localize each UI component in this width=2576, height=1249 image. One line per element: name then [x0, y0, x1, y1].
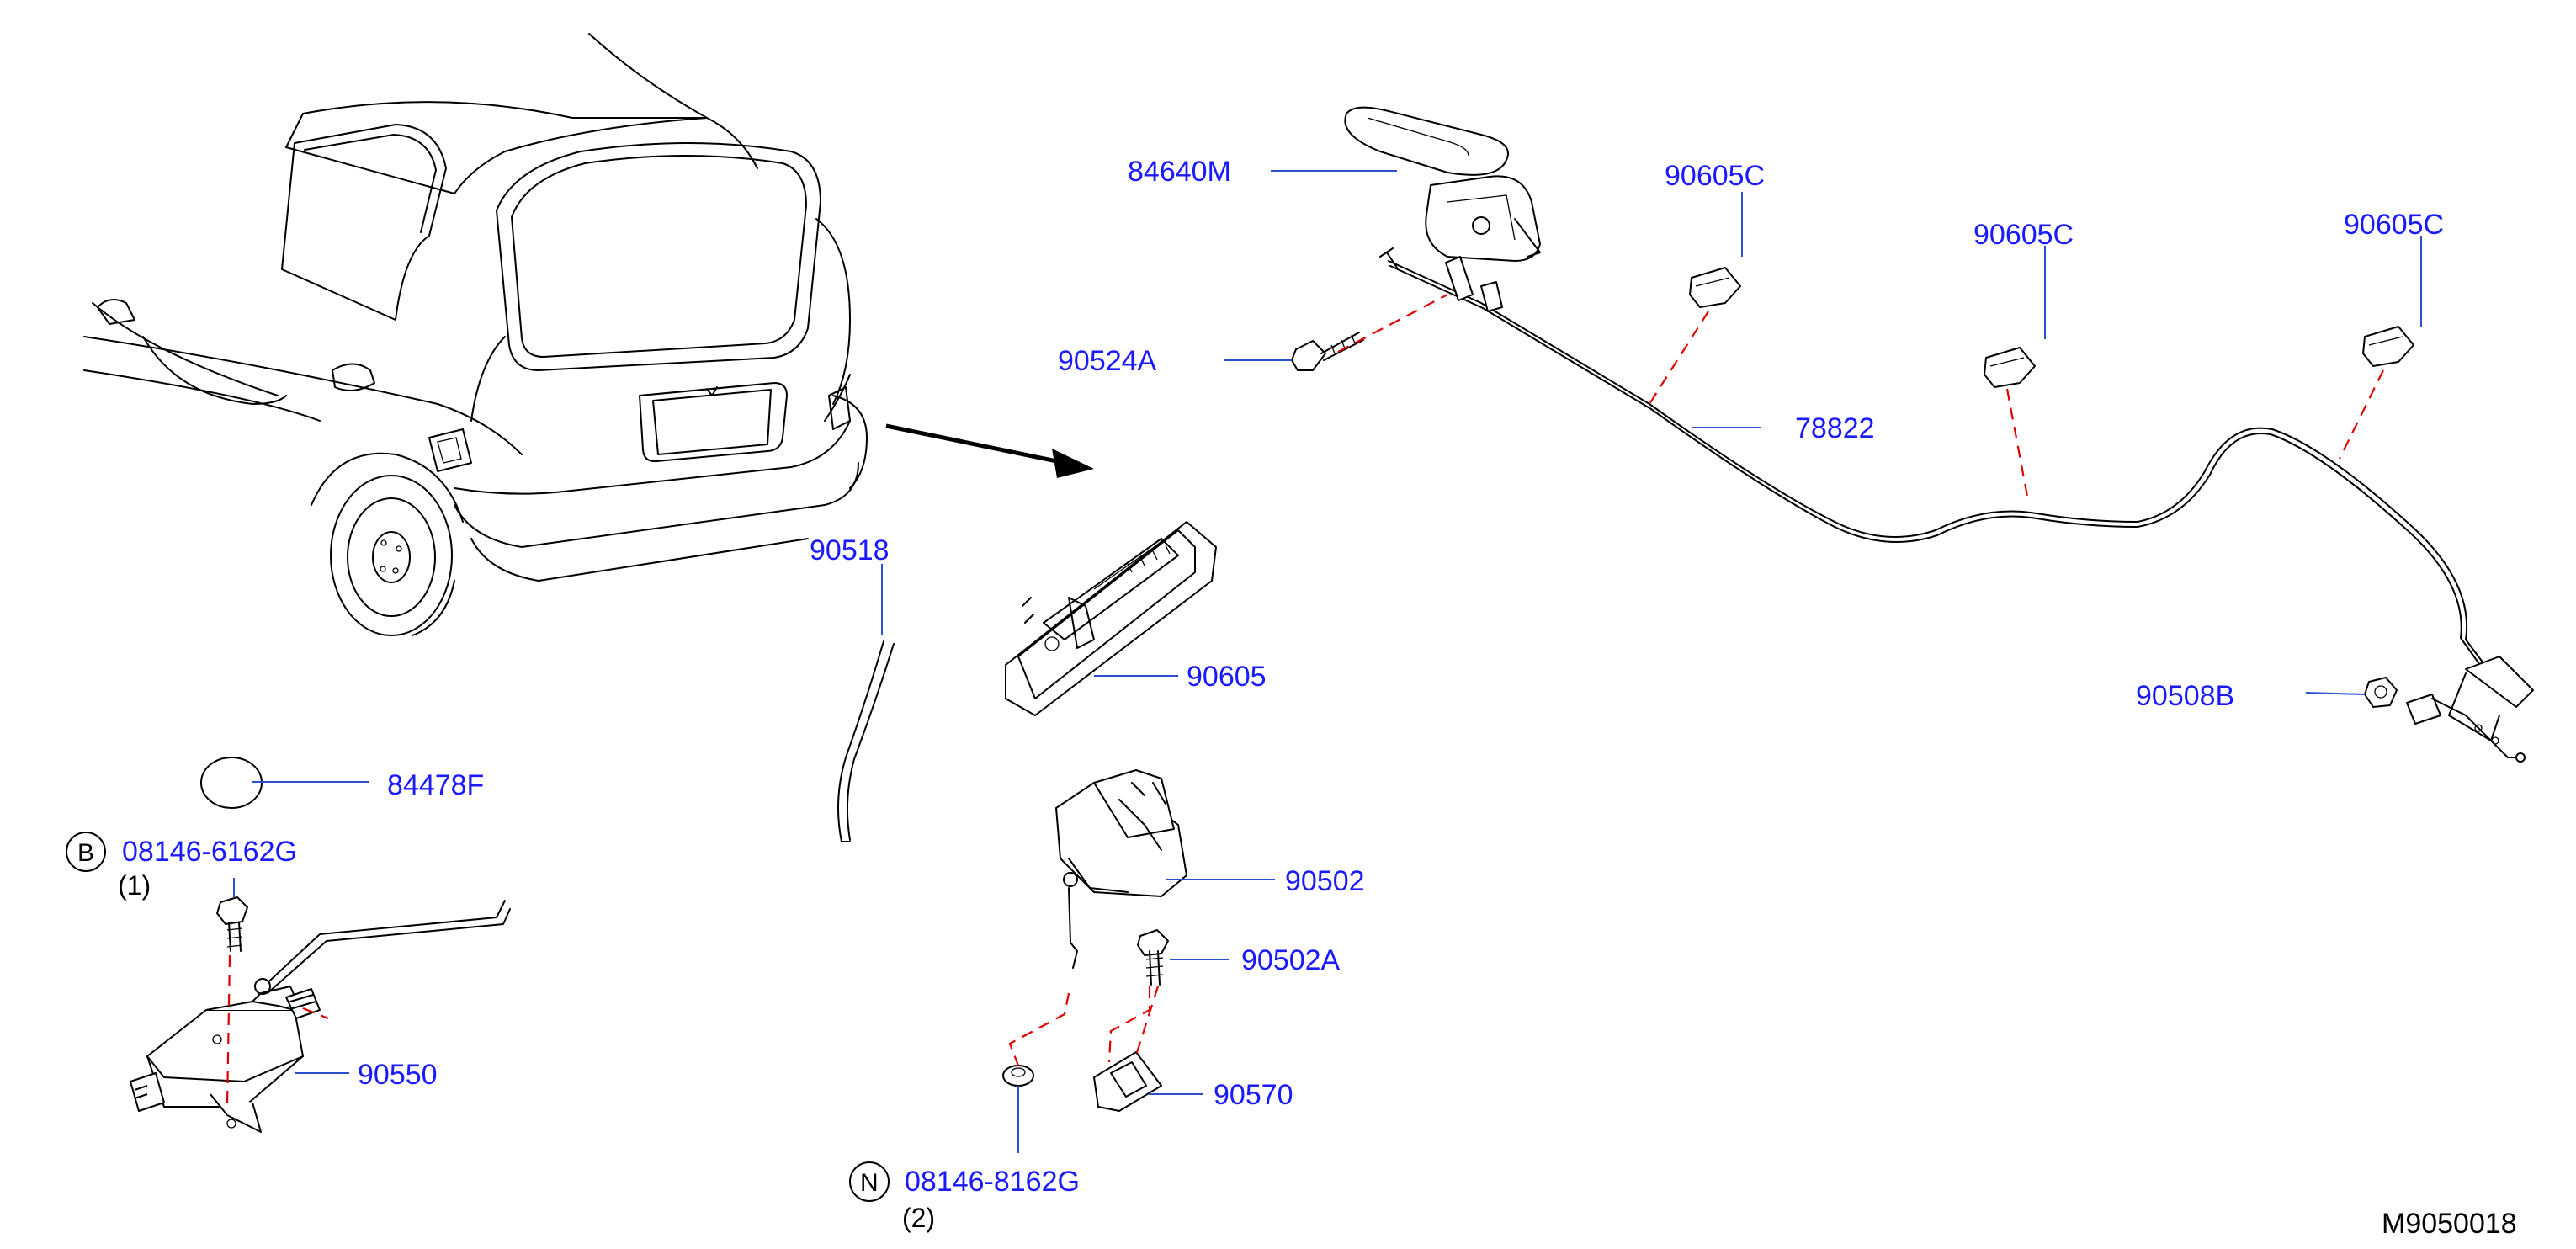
label-08146-8162G: 08146-8162G	[905, 1166, 1080, 1198]
label-90605C-3: 90605C	[2344, 209, 2444, 241]
label-90502: 90502	[1285, 865, 1365, 897]
label-90550: 90550	[358, 1059, 438, 1091]
label-90502A: 90502A	[1241, 944, 1341, 976]
direction-arrow	[885, 423, 1094, 478]
cable-end-latch-bracket	[2406, 656, 2534, 763]
cable-78822	[1379, 247, 2492, 674]
label-84478F: 84478F	[387, 769, 484, 801]
bolt-90502A	[1137, 929, 1169, 986]
install-lines	[226, 294, 2384, 1108]
bolt-90524A	[1291, 332, 1364, 371]
nut-08146-8162G	[1002, 1065, 1034, 1087]
qty-b: (1)	[118, 870, 151, 901]
opener-handle-84640M	[1344, 106, 1541, 262]
letter-n: N	[860, 1169, 879, 1197]
letter-b: B	[77, 839, 94, 867]
label-90518: 90518	[810, 534, 890, 566]
handle-assembly-90605	[1005, 521, 1217, 716]
qty-n: (2)	[902, 1203, 935, 1233]
label-90508B: 90508B	[2136, 680, 2234, 712]
leader-lines	[233, 170, 2422, 1153]
clip-90605C-2	[1984, 347, 2036, 388]
latch-90502	[1055, 769, 1187, 969]
bolt-08146-6162G	[216, 896, 248, 952]
striker-90570	[1093, 1051, 1162, 1112]
label-90605: 90605	[1187, 661, 1267, 693]
label-08146-6162G: 08146-6162G	[122, 836, 297, 868]
actuator-90550	[130, 986, 321, 1133]
label-78822: 78822	[1795, 412, 1875, 444]
fastener-markers: B (1) N (2)	[66, 832, 935, 1233]
label-84640M: 84640M	[1128, 156, 1231, 188]
circle-n-marker	[849, 1161, 890, 1202]
vehicle-illustration	[83, 33, 868, 636]
circle-b-marker	[66, 832, 106, 872]
part-labels: 84640M 90605C 90605C 90605C 90524A 78822…	[122, 156, 2444, 1198]
label-90605C-1: 90605C	[1665, 160, 1765, 192]
clip-90605C-1	[1689, 267, 1741, 308]
label-90570: 90570	[1214, 1079, 1293, 1111]
diagram-code: M9050018	[2382, 1208, 2517, 1240]
rod-90518	[837, 640, 895, 842]
actuator-rod	[254, 900, 511, 995]
label-90524A: 90524A	[1058, 345, 1157, 377]
nut-90508B	[2364, 677, 2398, 708]
clip-90605C-3	[2362, 326, 2414, 367]
label-90605C-2: 90605C	[1973, 219, 2074, 251]
